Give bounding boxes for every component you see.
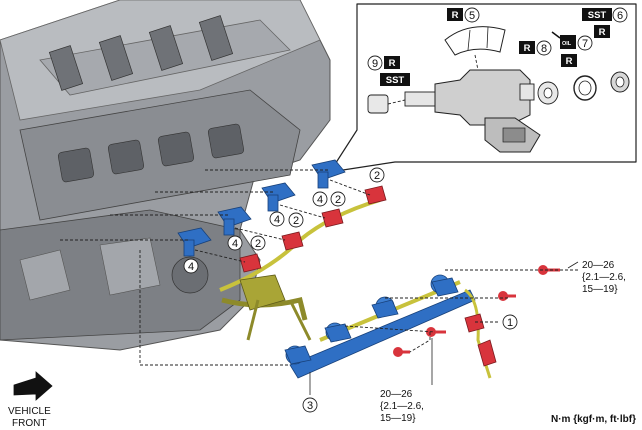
- oil-can-icon: OIL: [551, 31, 576, 49]
- injectors: [177, 159, 459, 365]
- svg-text:FRONT: FRONT: [12, 418, 46, 429]
- leader-lines: [60, 169, 580, 395]
- badge-r-part7: R: [561, 54, 577, 67]
- callout-2-b: 2: [330, 191, 346, 207]
- svg-text:9: 9: [372, 58, 378, 70]
- badge-sst-part9: SST: [380, 73, 410, 86]
- svg-text:SST: SST: [588, 10, 607, 21]
- retainer-clip: [444, 26, 506, 56]
- injector-4: [177, 227, 212, 257]
- callout-2-a: 2: [369, 167, 385, 183]
- callout-3: 3: [302, 397, 318, 413]
- svg-text:7: 7: [582, 38, 588, 50]
- vehicle-front-arrow-icon: [13, 371, 53, 401]
- svg-text:R: R: [389, 58, 396, 69]
- svg-text:1: 1: [507, 317, 513, 329]
- callout-4-c: 4: [227, 235, 243, 251]
- svg-text:4: 4: [232, 238, 238, 250]
- torque-units: N·m {kgf·m, ft·lbf}: [551, 414, 636, 425]
- svg-text:R: R: [599, 27, 606, 38]
- callout-1: 1: [502, 314, 518, 330]
- svg-text:4: 4: [317, 194, 323, 206]
- svg-text:R: R: [524, 43, 531, 54]
- insulators: [239, 185, 497, 367]
- svg-text:3: 3: [307, 400, 313, 412]
- svg-text:2: 2: [335, 194, 341, 206]
- svg-text:8: 8: [541, 43, 547, 55]
- callout-9: 9: [367, 55, 383, 71]
- svg-text:6: 6: [617, 10, 623, 22]
- engine-illustration: [0, 0, 331, 351]
- svg-text:4: 4: [274, 214, 280, 226]
- badge-r-part6: R: [594, 25, 610, 38]
- svg-text:SST: SST: [386, 75, 405, 86]
- callout-2-c: 2: [288, 212, 304, 228]
- callout-4-b: 4: [269, 211, 285, 227]
- callout-2-d: 2: [250, 235, 266, 251]
- torque-spec-upper: 20—26 {2.1—2.6, 15—19}: [582, 260, 626, 295]
- injector-2: [261, 182, 296, 212]
- badge-r-part9: R: [384, 56, 400, 69]
- svg-text:2: 2: [374, 170, 380, 182]
- badge-r-part8: R: [519, 41, 535, 54]
- svg-text:OIL: OIL: [562, 41, 572, 47]
- callout-4-d: 4: [183, 258, 199, 274]
- svg-text:R: R: [452, 10, 459, 21]
- injector-detail-inset: OIL: [329, 3, 637, 173]
- callout-6: 6: [612, 7, 628, 23]
- svg-text:R: R: [566, 56, 573, 67]
- svg-text:20—26: 20—26: [380, 389, 413, 400]
- svg-text:20—26: 20—26: [582, 260, 615, 271]
- badge-sst-part6: SST: [582, 8, 612, 21]
- svg-text:2: 2: [255, 238, 261, 250]
- injector-1: [311, 159, 346, 189]
- svg-text:15—19}: 15—19}: [380, 413, 416, 424]
- vehicle-front-indicator: VEHICLE FRONT: [8, 371, 53, 429]
- svg-text:{2.1—2.6,: {2.1—2.6,: [582, 272, 626, 283]
- callout-4-a: 4: [312, 191, 328, 207]
- seal-part-9: [367, 94, 389, 114]
- callout-7: 7: [577, 35, 593, 51]
- fuel-injector: [404, 69, 541, 153]
- svg-text:VEHICLE: VEHICLE: [8, 406, 51, 417]
- callout-8: 8: [536, 40, 552, 56]
- injector-3: [217, 206, 252, 236]
- svg-text:15—19}: 15—19}: [582, 284, 618, 295]
- svg-text:5: 5: [469, 10, 475, 22]
- torque-spec-lower: 20—26 {2.1—2.6, 15—19}: [380, 389, 424, 424]
- svg-text:4: 4: [188, 261, 194, 273]
- svg-text:{2.1—2.6,: {2.1—2.6,: [380, 401, 424, 412]
- svg-text:2: 2: [293, 215, 299, 227]
- fuel-distributor-rail: [285, 274, 492, 379]
- badge-r-part5: R: [447, 8, 463, 21]
- callout-5: 5: [464, 7, 480, 23]
